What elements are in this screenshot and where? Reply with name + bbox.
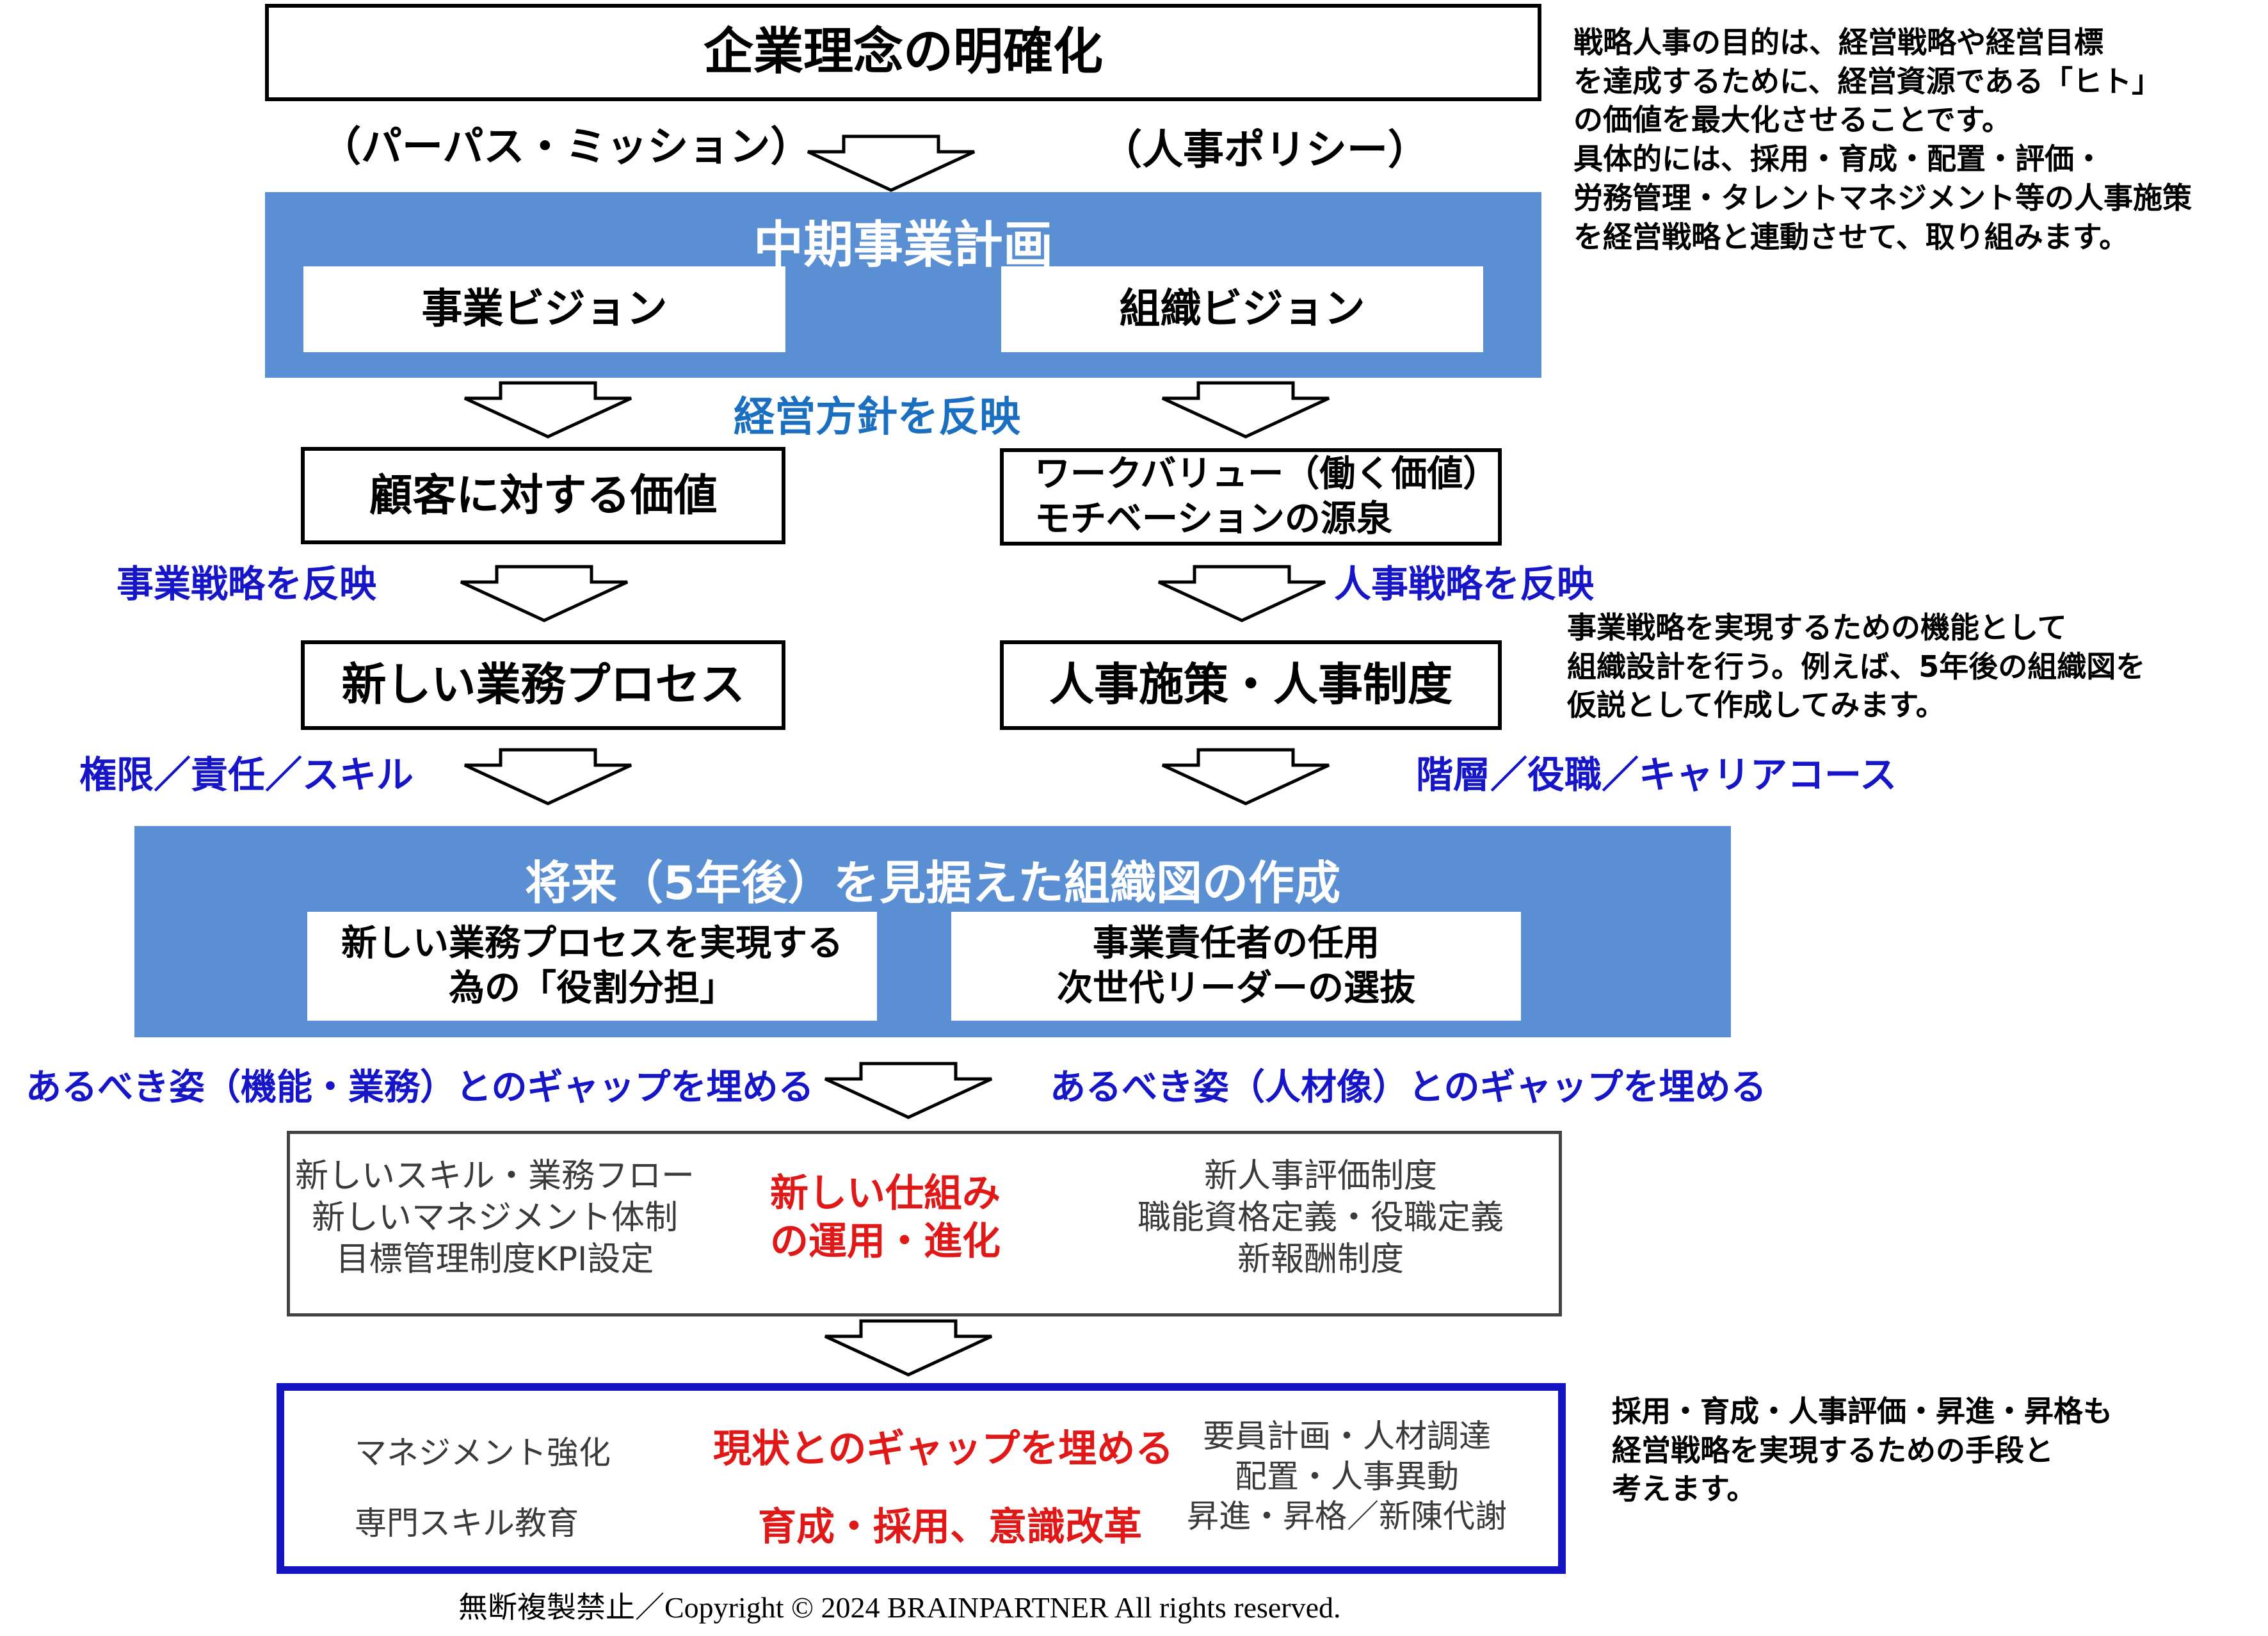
- reform-text: 育成・採用、意識改革: [758, 1505, 1142, 1550]
- down-arrow-icon: [807, 134, 976, 192]
- leader-selection-label: 事業責任者の任用 次世代リーダーの選抜: [1057, 923, 1415, 1009]
- staffing-text: 要員計画・人材調達 配置・人事異動 昇進・昇格／新陳代謝: [1187, 1418, 1507, 1535]
- mid-plan-panel: 中期事業計画 事業ビジョン 組織ビジョン: [265, 192, 1541, 378]
- mid-plan-title: 中期事業計画: [753, 216, 1053, 274]
- future-org-title: 将来（5年後）を見据えた組織図の作成: [524, 856, 1341, 910]
- business-vision-label: 事業ビジョン: [421, 286, 668, 333]
- down-arrow-icon: [1157, 565, 1326, 622]
- hierarchy-label: 階層／役職／キャリアコース: [1416, 753, 1897, 797]
- title-box: 企業理念の明確化: [265, 4, 1541, 101]
- gap-function-label: あるべき姿（機能・業務）とのギャップを埋める: [26, 1067, 814, 1108]
- new-mechanism-box: 新しいスキル・業務フロー 新しいマネジメント体制 目標管理制度KPI設定 新しい…: [287, 1131, 1562, 1316]
- note-bottom: 採用・育成・人事評価・昇進・昇格も 経営戦略を実現するための手段と 考えます。: [1612, 1394, 2112, 1507]
- down-arrow-icon: [463, 748, 632, 806]
- work-value-label: ワークバリュー（働く価値） モチベーションの源泉: [1034, 453, 1499, 540]
- gap-fill-box: マネジメント強化 専門スキル教育 現状とのギャップを埋める 育成・採用、意識改革…: [277, 1383, 1566, 1574]
- role-division-box: 新しい業務プロセスを実現する 為の「役割分担」: [307, 912, 877, 1021]
- authority-label: 権限／責任／スキル: [79, 753, 414, 797]
- management-strength-text: マネジメント強化: [355, 1434, 611, 1471]
- hr-measures-label: 人事施策・人事制度: [1049, 658, 1452, 711]
- work-value-box: ワークバリュー（働く価値） モチベーションの源泉: [1000, 448, 1502, 546]
- skill-education-text: 専門スキル教育: [355, 1505, 579, 1542]
- hr-measures-box: 人事施策・人事制度: [1000, 640, 1502, 730]
- reflect-hr-label: 人事戦略を反映: [1334, 562, 1595, 606]
- reflect-policy-label: 経営方針を反映: [734, 394, 1020, 441]
- customer-value-label: 顧客に対する価値: [369, 470, 718, 521]
- reflect-business-label: 事業戦略を反映: [117, 562, 377, 606]
- note-top: 戦略人事の目的は、経営戦略や経営目標 を達成するために、経営資源である「ヒト」 …: [1573, 25, 2192, 254]
- mechanism-center-text: 新しい仕組み の運用・進化: [770, 1171, 1001, 1264]
- future-org-panel: 将来（5年後）を見据えた組織図の作成 新しい業務プロセスを実現する 為の「役割分…: [134, 826, 1731, 1037]
- org-vision-label: 組織ビジョン: [1119, 286, 1365, 333]
- policy-label: （人事ポリシー）: [1101, 127, 1429, 174]
- note-mid: 事業戦略を実現するための機能として 組織設計を行う。例えば、5年後の組織図を 仮…: [1567, 610, 2146, 723]
- mechanism-left-text: 新しいスキル・業務フロー 新しいマネジメント体制 目標管理制度KPI設定: [294, 1157, 695, 1279]
- close-gap-text: 現状とのギャップを埋める: [713, 1427, 1174, 1471]
- down-arrow-icon: [824, 1062, 993, 1119]
- down-arrow-icon: [824, 1319, 993, 1377]
- page-title: 企業理念の明確化: [703, 23, 1103, 81]
- down-arrow-icon: [1161, 748, 1330, 806]
- copyright-text: 無断複製禁止／Copyright © 2024 BRAINPARTNER All…: [458, 1591, 1341, 1624]
- business-vision-box: 事業ビジョン: [303, 266, 785, 352]
- down-arrow-icon: [463, 381, 632, 439]
- purpose-label: （パーパス・ミッション）: [320, 124, 812, 171]
- down-arrow-icon: [460, 565, 629, 622]
- new-process-box: 新しい業務プロセス: [301, 640, 785, 730]
- down-arrow-icon: [1161, 381, 1330, 439]
- mechanism-right-text: 新人事評価制度 職能資格定義・役職定義 新報酬制度: [1137, 1157, 1504, 1279]
- leader-selection-box: 事業責任者の任用 次世代リーダーの選抜: [951, 912, 1521, 1021]
- role-division-label: 新しい業務プロセスを実現する 為の「役割分担」: [341, 923, 843, 1009]
- customer-value-box: 顧客に対する価値: [301, 447, 785, 544]
- org-vision-box: 組織ビジョン: [1001, 266, 1483, 352]
- gap-talent-label: あるべき姿（人材像）とのギャップを埋める: [1050, 1067, 1767, 1108]
- new-process-label: 新しい業務プロセス: [341, 658, 745, 711]
